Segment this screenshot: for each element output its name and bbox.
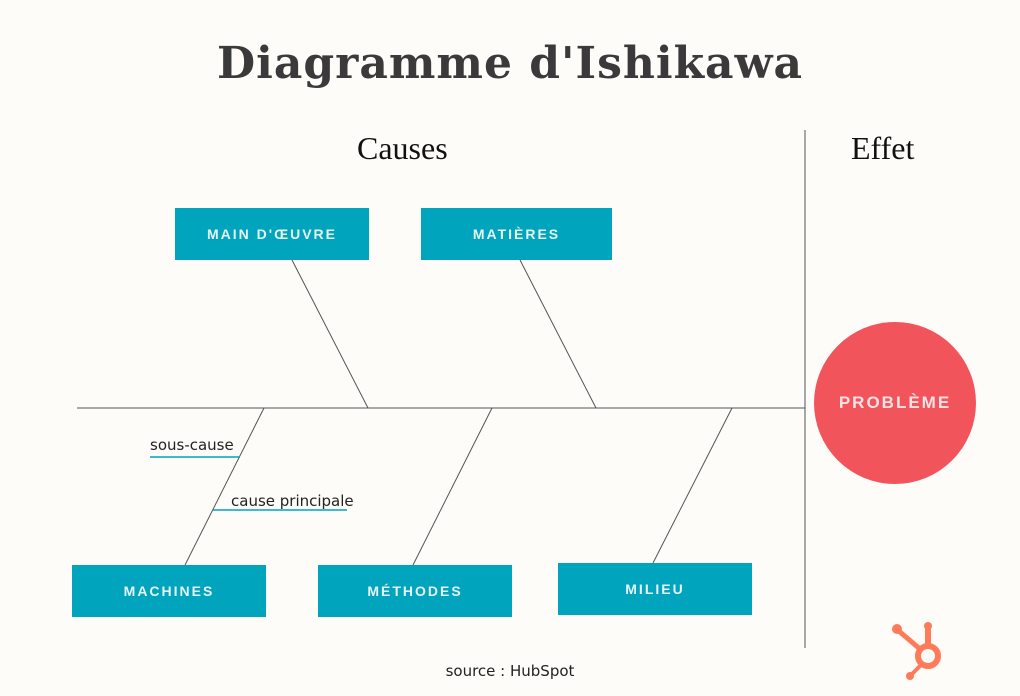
problem-label: PROBLÈME <box>838 393 952 412</box>
cause-box-milieu: MILIEU <box>558 563 752 615</box>
bone-milieu <box>652 407 733 564</box>
effet-header: Effet <box>851 130 915 166</box>
cause-box-matieres: MATIÈRES <box>421 208 612 260</box>
source-caption: source : HubSpot <box>445 662 575 680</box>
diagram-title: Diagramme d'Ishikawa <box>217 38 803 89</box>
cause-box-main-doeuvre: MAIN D'ŒUVRE <box>175 208 369 260</box>
problem-circle: PROBLÈME <box>814 322 976 484</box>
sub-cause-annotation: sous-cause <box>150 436 234 454</box>
hubspot-logo-icon <box>892 622 941 680</box>
bone-methodes <box>412 407 493 566</box>
bone-main-doeuvre <box>291 259 369 409</box>
causes-header: Causes <box>357 130 448 166</box>
main-cause-annotation: cause principale <box>231 492 354 510</box>
bone-machines <box>184 407 265 566</box>
cause-box-machines: MACHINES <box>72 565 266 617</box>
cause-box-methodes: MÉTHODES <box>318 565 512 617</box>
bone-matieres <box>519 259 597 409</box>
